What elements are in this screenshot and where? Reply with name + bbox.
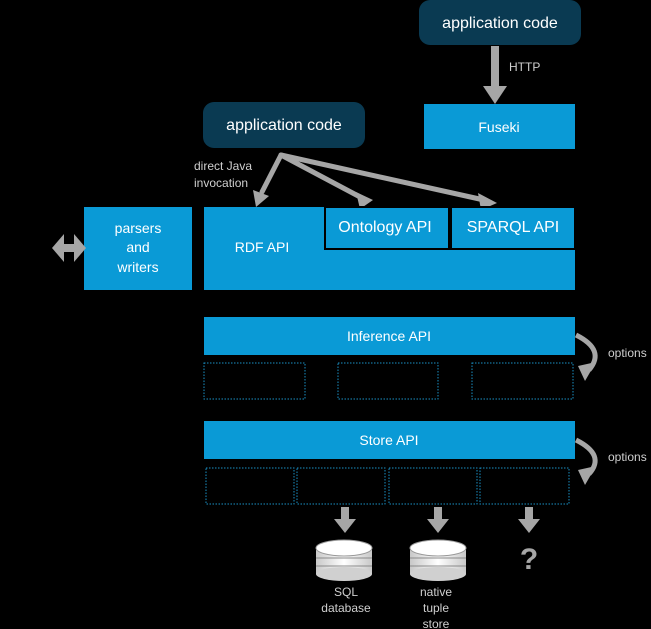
sql-db-line2: database [321,601,371,615]
http-arrow-head [483,86,507,104]
native-store-line2: tuple [423,601,449,615]
unknown-store-question-icon: ? [520,543,538,576]
native-store-line1: native [420,585,452,599]
java-app-rect [203,102,365,148]
invocation-arrows [259,152,487,203]
java-app-label: application code [226,117,342,134]
inference-api-box: Inference API [204,317,575,355]
store-api-label: Store API [359,432,418,448]
store-slot-2 [296,467,386,505]
store-slot-4 [479,467,570,505]
fuseki-box: Fuseki [424,104,575,149]
http-label: HTTP [509,60,540,74]
native-arrow-shaft [434,507,442,521]
db2-bottom [410,567,466,581]
inference-slot-3 [471,362,574,400]
top-application-code-box: application code [419,0,581,45]
sparql-api-box: SPARQL API [450,206,576,250]
store-slot-1 [205,467,295,505]
top-app-rect [419,0,581,45]
double-arrow-right-head [74,234,86,262]
store-api-rect [204,421,575,459]
double-arrow-shaft [60,244,80,252]
double-arrow-left-head [52,234,64,262]
arrow-to-ontology-api [278,152,365,201]
store-down-arrows [334,507,540,533]
parsers-writers-box: parsers and writers [84,207,192,290]
fuseki-rect [424,104,575,149]
inference-options-label: options [608,346,647,360]
ontology-api-label: Ontology API [338,219,431,236]
store-slot-3 [388,467,478,505]
store-options-arrow [574,437,598,485]
http-arrow-shaft [491,46,499,88]
parsers-line3: writers [116,259,158,275]
io-double-arrow-icon [52,234,86,262]
top-app-label: application code [442,15,558,32]
sparql-api-rect [450,206,576,250]
arrowhead-ontology [356,192,373,209]
native-arrow-head [427,519,449,533]
sparql-api-label: SPARQL API [467,219,559,236]
store-options-head [578,466,596,485]
sql-arrow-shaft [341,507,349,521]
store-api-box: Store API [204,421,575,459]
unknown-arrow-head [518,519,540,533]
db1-top [315,539,373,557]
arrow-to-sparql-api [278,152,487,203]
inference-slot-2 [337,362,439,400]
ontology-api-box: Ontology API [324,206,450,250]
ontology-api-rect [324,206,450,250]
inference-api-rect [204,317,575,355]
java-application-code-box: application code [203,102,365,148]
inference-options-arrow [574,332,598,381]
unknown-arrow-shaft [525,507,533,521]
store-options-label: options [608,450,647,464]
parsers-rect [84,207,192,290]
arrowhead-sparql [478,193,497,210]
inference-api-label: Inference API [347,328,431,344]
arrowhead-rdf [253,190,269,207]
db2-top [409,539,467,557]
fuseki-label: Fuseki [478,119,519,135]
native-tuple-store-icon [409,539,467,581]
http-arrow [483,46,507,104]
db1-bottom [316,567,372,581]
inference-options-head [578,362,596,381]
parsers-line1: parsers [115,220,162,236]
rdf-api-label: RDF API [235,239,289,255]
direct-java-label-line2: invocation [194,176,248,190]
invocation-arrowheads [253,190,497,210]
sql-db-line1: SQL [334,585,358,599]
inference-slot-1 [203,362,306,400]
sql-database-icon [315,539,373,581]
parsers-line2: and [126,239,149,255]
arrow-to-rdf-api [259,152,284,195]
inference-plugin-slots [203,362,574,400]
native-store-line3: store [423,617,450,629]
store-plugin-slots [205,467,570,505]
direct-java-label-line1: direct Java [194,159,252,173]
sql-arrow-head [334,519,356,533]
